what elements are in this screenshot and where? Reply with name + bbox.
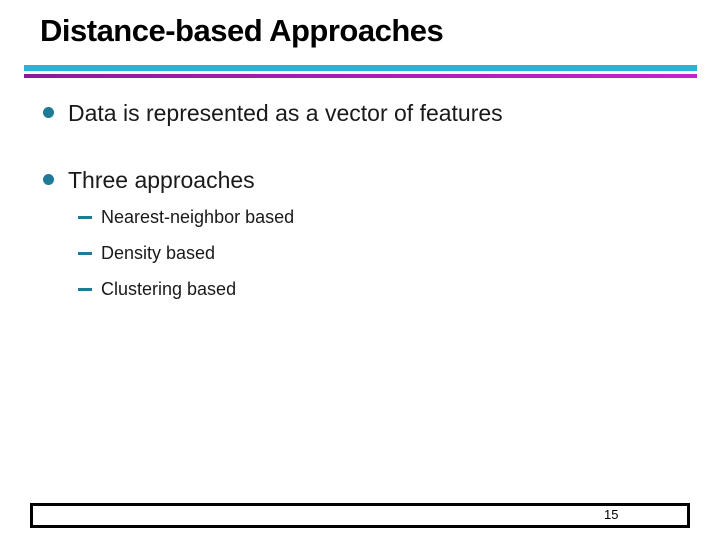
slide-title: Distance-based Approaches xyxy=(40,13,444,48)
sub-bullet-item: Density based xyxy=(78,242,215,264)
sub-bullet-item: Clustering based xyxy=(78,278,236,300)
bullet-item: Three approaches xyxy=(43,167,255,193)
dash-bullet-icon xyxy=(78,252,92,255)
sub-bullet-text: Nearest-neighbor based xyxy=(101,207,295,227)
title-divider-cyan-line xyxy=(24,65,697,71)
bullet-dot-icon xyxy=(43,107,54,118)
bullet-text: Data is represented as a vector of featu… xyxy=(68,100,503,126)
sub-bullet-text: Density based xyxy=(101,243,216,263)
bullet-text: Three approaches xyxy=(68,167,255,193)
dash-bullet-icon xyxy=(78,216,92,219)
footer-box: 15 xyxy=(30,503,690,528)
sub-bullet-text: Clustering based xyxy=(101,279,237,299)
bullet-dot-icon xyxy=(43,174,54,185)
page-number: 15 xyxy=(604,507,619,522)
bullet-item: Data is represented as a vector of featu… xyxy=(43,100,503,126)
dash-bullet-icon xyxy=(78,288,92,291)
title-divider-magenta-line xyxy=(24,74,697,78)
sub-bullet-item: Nearest-neighbor based xyxy=(78,206,294,228)
